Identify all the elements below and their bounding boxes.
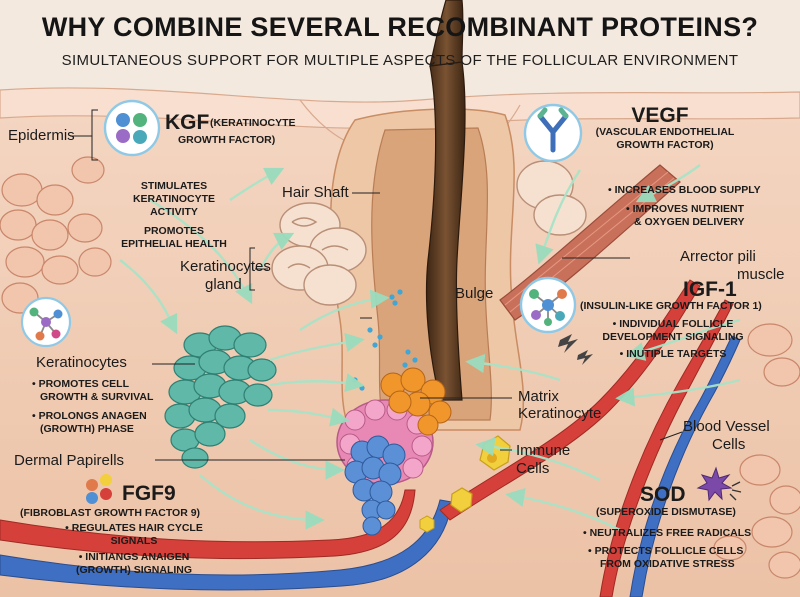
vegf-benefit-3: & OXYGEN DELIVERY xyxy=(634,216,745,228)
sod-name: SOD xyxy=(640,483,686,506)
artery-right xyxy=(599,299,734,597)
igf1-full: (INSULIN-LIKE GROWTH FACTOR 1) xyxy=(580,300,762,312)
kgf-benefit-1: STIMULATES xyxy=(140,180,208,192)
keratinocyte-benefit-3: • PROLONGS ANAGEN xyxy=(32,410,147,422)
label-immune-1: Immune xyxy=(516,442,571,459)
fgf9-full: (FIBROBLAST GROWTH FACTOR 9) xyxy=(20,507,201,519)
artery xyxy=(0,489,416,560)
igf1-benefit-1: • INDIVIDUAL FOLLICLE xyxy=(612,318,734,330)
sebaceous-gland-right xyxy=(516,160,587,236)
fgf9-benefit-1: • REGULATES HAIR CYCLE xyxy=(65,522,203,534)
label-hair-shaft: Hair Shaft xyxy=(282,184,349,201)
keratinocyte-cluster xyxy=(164,325,277,469)
vein-right xyxy=(629,335,741,597)
label-arrector-2: muscle xyxy=(737,266,785,283)
kgf-benefit-4: PROMOTES xyxy=(143,225,205,237)
sod-benefit-1: • NEUTRALIZES FREE RADICALS xyxy=(583,527,752,539)
sebaceous-gland xyxy=(271,202,367,306)
label-matrix-2: Keratinocyte xyxy=(518,405,602,422)
stem-cells xyxy=(344,435,406,536)
lightning-icon xyxy=(558,334,593,365)
label-bulge: Bulge xyxy=(455,285,494,302)
label-keratinocytes-gland-2: gland xyxy=(205,276,242,293)
label-epidermis: Epidermis xyxy=(8,127,75,144)
kgf-icon xyxy=(103,99,161,157)
label-arrector-1: Arrector pili xyxy=(680,248,756,265)
keratinocyte-benefit-2: GROWTH & SURVIVAL xyxy=(40,391,154,403)
sod-benefit-3: FROM OXIDATIVE STRESS xyxy=(600,558,735,570)
label-dermal-papilla: Dermal Papirells xyxy=(14,452,125,469)
page-title: WHY COMBINE SEVERAL RECOMBINANT PROTEINS… xyxy=(41,12,759,42)
vegf-full-2: GROWTH FACTOR) xyxy=(616,139,714,151)
label-blood-vessel-1: Blood Vessel xyxy=(683,418,770,435)
kgf-full-2: GROWTH FACTOR) xyxy=(178,134,276,146)
kgf-name: KGF xyxy=(165,111,210,134)
leader-lines xyxy=(70,109,683,461)
label-blood-vessel-2: Cells xyxy=(712,436,746,453)
label-keratinocytes: Keratinocytes xyxy=(36,354,127,371)
kgf-full-1: (KERATINOCYTE xyxy=(210,117,296,129)
left-molecule-icon xyxy=(20,296,72,348)
vegf-name: VEGF xyxy=(631,104,689,127)
kgf-benefit-3: ACTIVITY xyxy=(150,206,198,218)
fgf9-name: FGF9 xyxy=(122,482,176,505)
vegf-benefit-1: • INCREASES BLOOD SUPPLY xyxy=(608,184,761,196)
hair-shaft xyxy=(425,61,466,401)
page-subtitle: SIMULTANEOUS SUPPORT FOR MULTIPLE ASPECT… xyxy=(61,52,739,69)
sod-full: (SUPEROXIDE DISMUTASE) xyxy=(596,506,736,518)
keratinocyte-benefit-4: (GROWTH) PHASE xyxy=(40,423,134,435)
label-keratinocytes-gland-1: Keratinocytes xyxy=(180,258,271,275)
vegf-full-1: (VASCULAR ENDOTHELIAL xyxy=(595,126,735,138)
sod-benefit-2: • PROTECTS FOLLICLE CELLS xyxy=(588,545,744,557)
fgf9-benefit-2: SIGNALS xyxy=(110,535,158,547)
signal-arrows xyxy=(119,164,741,532)
epidermis-layer xyxy=(0,87,800,129)
igf1-molecule-icon xyxy=(519,276,577,334)
fgf9-benefit-4: (GROWTH) SIGNALING xyxy=(75,564,193,576)
fgf9-dots-icon xyxy=(86,474,112,504)
right-tissue-cells xyxy=(713,323,800,579)
keratinocyte-benefit-1: • PROMOTES CELL xyxy=(32,378,130,390)
label-immune-2: Cells xyxy=(516,460,550,477)
vegf-antibody-icon xyxy=(523,103,583,163)
kgf-benefit-2: KERATINOCYTE xyxy=(132,193,216,205)
igf1-benefit-3: • INUTIPLE TARGETS xyxy=(619,348,727,360)
left-tissue-cells xyxy=(0,156,112,314)
free-radical-icon xyxy=(696,466,742,502)
label-matrix-1: Matrix xyxy=(518,388,559,405)
igf1-name: IGF-1 xyxy=(683,278,737,301)
kgf-benefit-5: EPITHELIAL HEALTH xyxy=(121,238,227,250)
vegf-benefit-2: • IMPROVES NUTRIENT xyxy=(626,203,745,215)
fgf9-benefit-3: • INITIANGS ANAIGEN xyxy=(78,551,190,563)
igf1-benefit-2: DEVELOPMENT SIGNALING xyxy=(602,331,744,343)
